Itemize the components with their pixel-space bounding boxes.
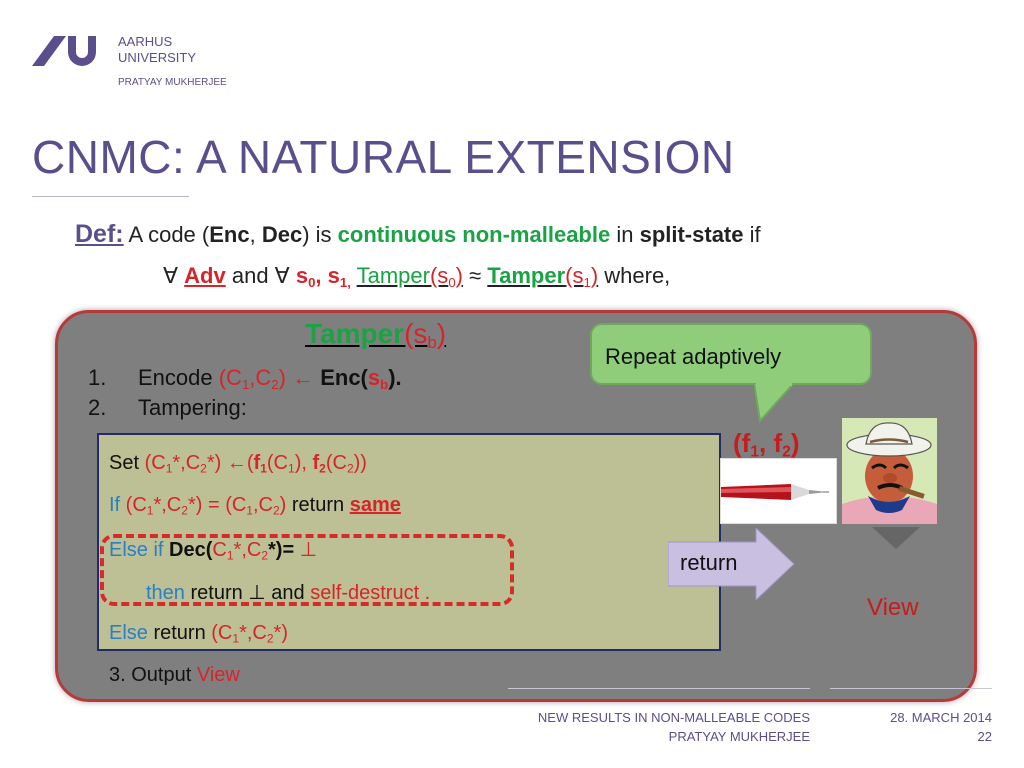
- step-encode: 1.Encode (C1,C2) ← Enc(sb).: [88, 365, 402, 392]
- step-tampering: 2.Tampering:: [88, 395, 247, 420]
- experiment-steps: 1.Encode (C1,C2) ← Enc(sb). 2.Tampering:: [88, 363, 402, 423]
- model-name: split-state: [639, 222, 744, 247]
- footer-divider-right: [830, 688, 992, 689]
- callout-pointer: [754, 383, 796, 423]
- red-pen-image: [720, 458, 837, 524]
- footer-talk-info: NEW RESULTS IN NON-MALLEABLE CODES PRATY…: [460, 708, 810, 746]
- repeat-callout: [590, 323, 872, 385]
- university-name: AARHUS UNIVERSITY: [118, 34, 197, 65]
- footer-date: 28. MARCH 2014: [890, 710, 992, 725]
- code-line-set: Set (C1*,C2*) ←(f1(C1), f2(C2)): [109, 452, 367, 476]
- footer-divider-left: [508, 688, 810, 689]
- self-destruct-highlight: [100, 534, 514, 606]
- code-line-else-if: Else if Dec(C1*,C2*)= ⊥: [109, 539, 318, 563]
- down-arrow-icon: [872, 527, 920, 549]
- header-author: PRATYAY MUKHERJEE: [118, 77, 227, 88]
- condition-line: ∀ Adv and ∀ s0, s1, Tamper(s0) ≈ Tamper(…: [163, 263, 671, 290]
- experiment-heading: Tamper(sb): [305, 318, 447, 353]
- adv-label: Adv: [184, 263, 226, 288]
- page-number: 22: [977, 729, 992, 744]
- return-arrow-icon: [668, 528, 795, 600]
- footer-date-page: 28. MARCH 2014 22: [840, 708, 992, 746]
- title-divider: [32, 196, 189, 197]
- callout-text: Repeat adaptively: [605, 344, 782, 369]
- aarhus-university-logo: [32, 36, 96, 66]
- self-destruct-label: self-destruct .: [310, 582, 431, 604]
- adversary-cowboy-image: [842, 418, 937, 524]
- definition-line: Def: A code (Enc, Dec) is continuous non…: [75, 220, 761, 248]
- code-line-if: If (C1*,C2*) = (C1,C2) return same: [109, 494, 401, 518]
- code-line-else: Else return (C1*,C2*): [109, 622, 288, 646]
- slide-title: CNMC: A NATURAL EXTENSION: [32, 131, 735, 183]
- tampering-functions-label: (f1, f2): [733, 428, 800, 461]
- code-line-then: then return ⊥ and self-destruct .: [146, 582, 431, 604]
- tampering-code-box: [97, 433, 721, 651]
- footer-author: PRATYAY MUKHERJEE: [668, 729, 810, 744]
- return-label: return: [680, 550, 738, 575]
- view-label: View: [867, 594, 919, 621]
- def-label: Def:: [75, 220, 124, 248]
- footer-talk-title: NEW RESULTS IN NON-MALLEABLE CODES: [537, 710, 810, 725]
- property-name: continuous non-malleable: [337, 222, 611, 247]
- step-output: 3. Output View: [109, 664, 240, 686]
- same-result: same: [349, 494, 401, 516]
